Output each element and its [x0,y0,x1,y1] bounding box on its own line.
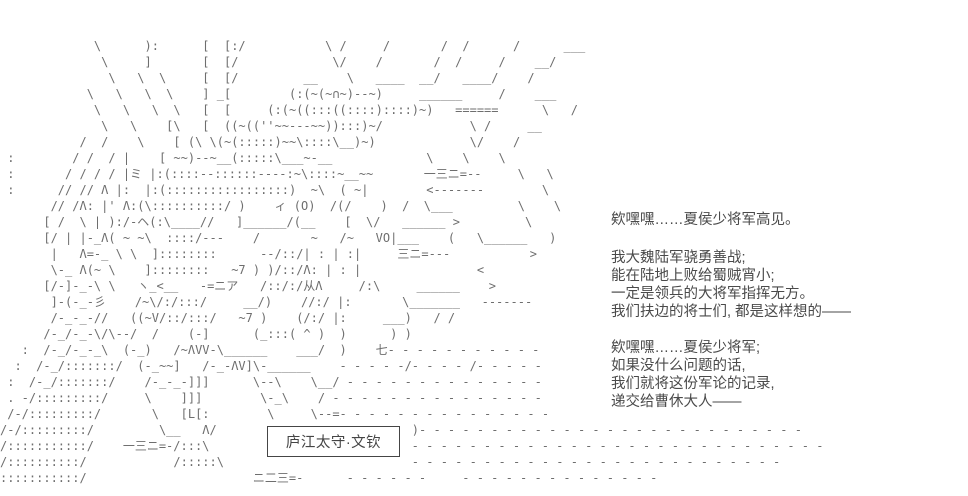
dialogue-block-2: 我大魏陆军骁勇善战; 能在陆地上败给蜀贼宵小; 一定是领兵的大将军指挥无方。 我… [611,249,851,321]
dialogue-line: 一定是领兵的大将军指挥无方。 [611,286,814,302]
dialogue-line: 我们扶边的将士们, 都是这样想的—— [611,304,852,320]
dialogue-line: 欸嘿嘿……夏侯少将军; [611,340,761,356]
dialogue-line: 能在陆地上败给蜀贼宵小; [611,268,775,284]
dialogue-block-1: 欸嘿嘿……夏侯少将军高见。 [611,211,800,229]
dialogue-line: 欸嘿嘿……夏侯少将军高见。 [611,212,800,228]
character-name-label: 庐江太守·文钦 [285,435,382,451]
dialogue-line: 递交给曹休大人—— [611,394,742,410]
character-name-box: 庐江太守·文钦 [267,426,400,457]
dialogue-line: 如果没什么问题的话, [611,358,746,374]
ascii-art-character: \ ): [ [:/ \ / / / / / ___ \ ] [ [/ \/ /… [0,39,824,485]
dialogue-line: 我大魏陆军骁勇善战; [611,250,746,266]
dialogue-line: 我们就将这份军论的记录, [611,376,775,392]
dialogue-block-3: 欸嘿嘿……夏侯少将军; 如果没什么问题的话, 我们就将这份军论的记录, 递交给曹… [611,339,775,411]
